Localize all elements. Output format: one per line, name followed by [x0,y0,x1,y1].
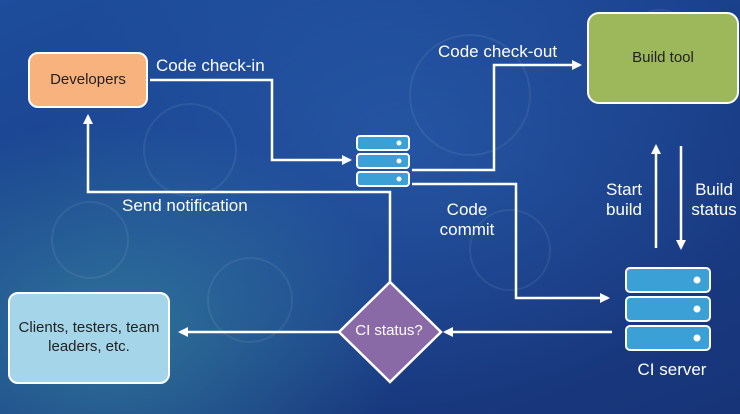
start-build-line-2: build [606,200,642,220]
repository-server-icon [356,135,410,187]
ci-server-label: CI server [637,360,707,379]
start-build-line-1: Start [606,180,642,199]
build-status-line-1: Build [695,180,733,199]
code-checkout-label: Code check-out [438,42,558,61]
code-commit-line-1: Code [446,200,488,219]
start-build-label: Start build [600,180,648,221]
build-tool-label: Build tool [632,48,694,66]
code-checkin-label: Code check-in [156,56,265,75]
send-notification-arrow [83,114,392,282]
code-checkin-arrow [150,78,352,165]
build-status-line-2: status [691,200,737,220]
code-commit-label: Code commit [432,200,502,241]
build-status-label: Build status [688,180,740,221]
clients-label: Clients, testers, team leaders, etc. [18,319,160,355]
ci-status-diamond [337,280,443,384]
background-decoration [51,9,691,343]
developers-node: Developers [28,52,148,108]
send-notification-label: Send notification [122,196,248,215]
ci-server-icon [625,267,711,351]
ci-status-label: CI status? [355,322,423,339]
clients-node: Clients, testers, team leaders, etc. [8,292,170,384]
code-commit-line-2: commit [439,220,495,240]
build-tool-node: Build tool [587,12,739,104]
code-checkout-arrow [412,60,582,172]
developers-label: Developers [50,70,126,88]
code-commit-arrow [412,182,610,303]
